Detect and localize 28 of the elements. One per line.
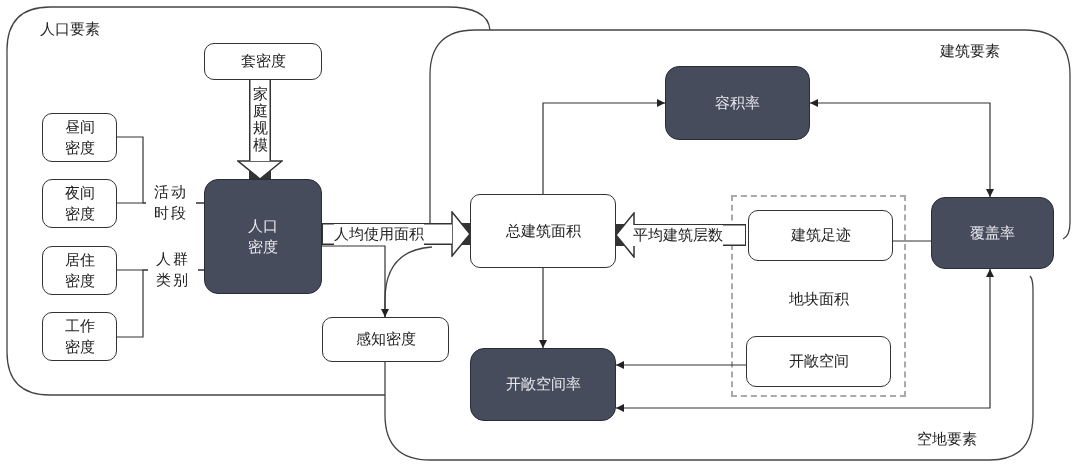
group-title: 空地要素 bbox=[917, 430, 977, 449]
hollow-arrow bbox=[237, 79, 283, 180]
group-title: 建筑要素 bbox=[940, 42, 1000, 61]
edge-label: 平均建筑层数 bbox=[633, 225, 723, 246]
process-box: 开敞空间 bbox=[746, 336, 891, 387]
process-box: 昼间密度 bbox=[42, 113, 117, 162]
arrow bbox=[809, 99, 994, 198]
arrow bbox=[542, 99, 666, 195]
metric-box: 人口密度 bbox=[204, 179, 322, 294]
process-box: 套密度 bbox=[204, 43, 322, 80]
group-title: 人口要素 bbox=[40, 20, 100, 39]
arrow bbox=[539, 267, 547, 349]
arrow bbox=[321, 245, 389, 318]
process-box: 工作密度 bbox=[42, 312, 117, 361]
group-label: 地块面积 bbox=[787, 290, 850, 309]
arrow bbox=[615, 268, 994, 412]
edge-label: 人均使用面积 bbox=[334, 224, 424, 245]
edge-label: 家庭规模 bbox=[252, 86, 268, 154]
connector-line bbox=[890, 240, 932, 242]
metric-box: 容积率 bbox=[665, 66, 810, 140]
arrow bbox=[615, 361, 747, 369]
metric-box: 开敞空间率 bbox=[470, 348, 616, 421]
group-panel bbox=[383, 245, 1035, 462]
process-box: 总建筑面积 bbox=[470, 194, 616, 268]
process-box: 夜间密度 bbox=[42, 179, 117, 228]
metric-box: 覆盖率 bbox=[931, 197, 1054, 269]
process-box: 建筑足迹 bbox=[748, 210, 893, 261]
process-box: 居住密度 bbox=[42, 246, 117, 295]
